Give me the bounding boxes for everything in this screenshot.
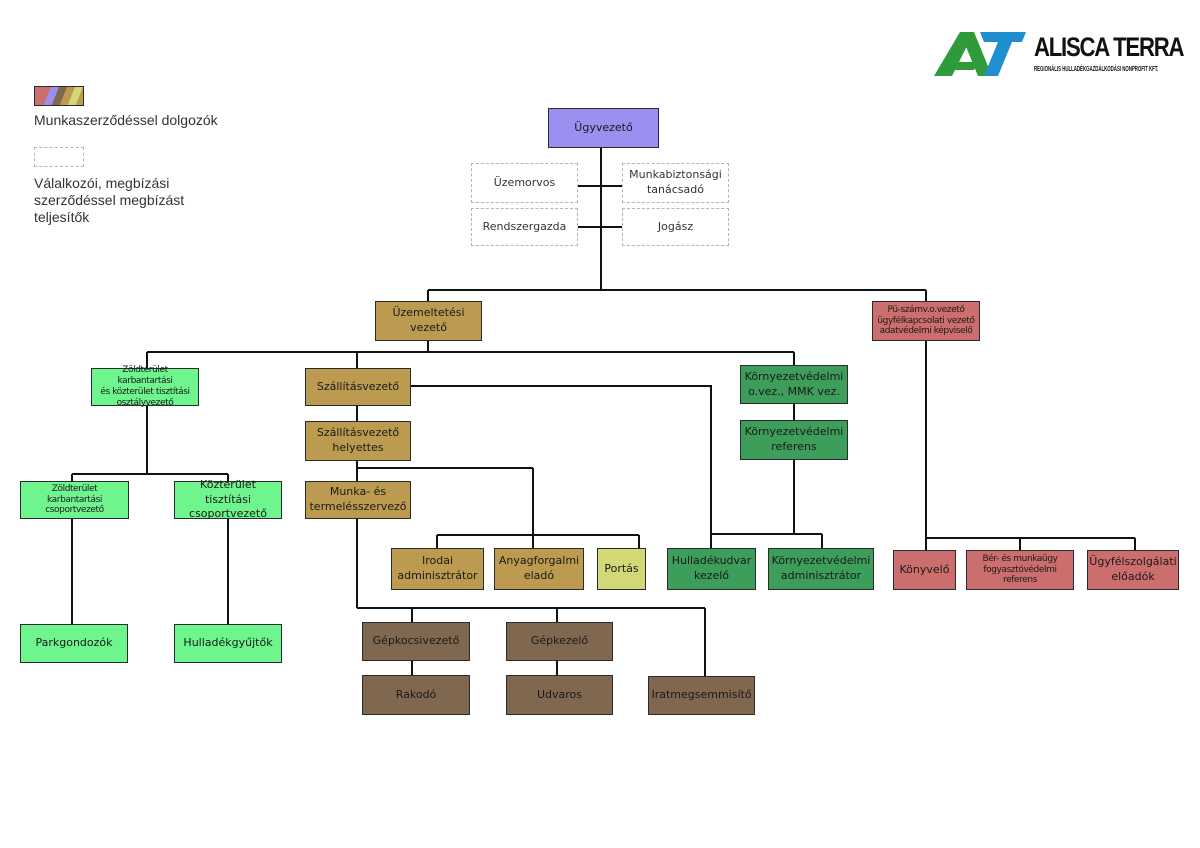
legend-contractors-label: Válalkozói, megbízási szerződéssel megbí… [34, 175, 185, 225]
logo-name: ALISCA TERRA [1034, 32, 1184, 62]
node-parkgondozok[interactable]: Parkgondozók [20, 624, 128, 663]
node-zoldterulet-csoportvezeto[interactable]: Zöldterület karbantartási csoportvezető [20, 481, 129, 519]
company-logo: ALISCA TERRA REGIONÁLIS HULLADÉKGAZDÁLKO… [934, 30, 1184, 80]
node-irodai-adminisztrator[interactable]: Irodai adminisztrátor [391, 548, 484, 590]
node-hulladekgyujtok[interactable]: Hulladékgyűjtők [174, 624, 282, 663]
node-uzemeltetesi-vezeto[interactable]: Üzemeltetési vezető [375, 301, 482, 341]
legend-employee-swatch [34, 86, 84, 106]
node-jogasz[interactable]: Jogász [622, 208, 729, 246]
node-ugyvezeto[interactable]: Ügyvezető [548, 108, 659, 148]
node-munkabiztonsagi[interactable]: Munkabiztonsági tanácsadó [622, 163, 729, 203]
legend-employees-label: Munkaszerződéssel dolgozók [34, 112, 218, 128]
node-kornyezetvedelmi-referens[interactable]: Környezetvédelmi referens [740, 420, 848, 460]
node-gepkocsivezeto[interactable]: Gépkocsivezető [362, 622, 470, 661]
node-uzemorvos[interactable]: Üzemorvos [471, 163, 578, 203]
node-kozterulet-csoportvezeto[interactable]: Közterület tisztítási csoportvezető [174, 478, 282, 520]
logo-mark-icon [934, 32, 1026, 76]
node-pu-szamv-vezeto[interactable]: Pü-számv.o.vezető ügyfélkapcsolati vezet… [872, 301, 980, 341]
node-anyagforgalmi-elado[interactable]: Anyagforgalmi eladó [494, 548, 584, 590]
node-konyvelo[interactable]: Könyvelő [893, 550, 956, 590]
node-gepkezelo[interactable]: Gépkezelő [506, 622, 613, 661]
node-hulladekudvar-kezelo[interactable]: Hulladékudvar kezelő [667, 548, 756, 590]
legend-contractor-swatch [34, 147, 84, 167]
node-ugyfelszolgalati-eloadok[interactable]: Ügyfélszolgálati előadók [1087, 550, 1179, 590]
node-szallitasvezeto[interactable]: Szállításvezető [305, 368, 411, 406]
node-munka-termelesszervezo[interactable]: Munka- és termelésszervező [305, 481, 411, 519]
node-ber-munkaugy[interactable]: Bér- és munkaügy fogyasztóvédelmi refere… [966, 550, 1074, 590]
node-szallitasvezeto-helyettes[interactable]: Szállításvezető helyettes [305, 421, 411, 461]
node-kornyezetvedelmi-adminisztrator[interactable]: Környezetvédelmi adminisztrátor [768, 548, 874, 590]
node-zoldterulet-osztalyvezeto[interactable]: Zöldterület karbantartási és közterület … [91, 365, 199, 408]
node-portas[interactable]: Portás [597, 548, 646, 590]
striped-swatch-icon [35, 87, 83, 105]
node-rakodo[interactable]: Rakodó [362, 675, 470, 715]
node-kornyezetvedelmi-vezeto[interactable]: Környezetvédelmi o.vez., MMK vez. [740, 365, 848, 404]
node-rendszergazda[interactable]: Rendszergazda [471, 208, 578, 246]
logo-subtitle: REGIONÁLIS HULLADÉKGAZDÁLKODÁSI NONPROFI… [1034, 66, 1159, 73]
node-udvaros[interactable]: Udvaros [506, 675, 613, 715]
node-iratmegsemmisito[interactable]: Iratmegsemmisítő [648, 676, 755, 715]
